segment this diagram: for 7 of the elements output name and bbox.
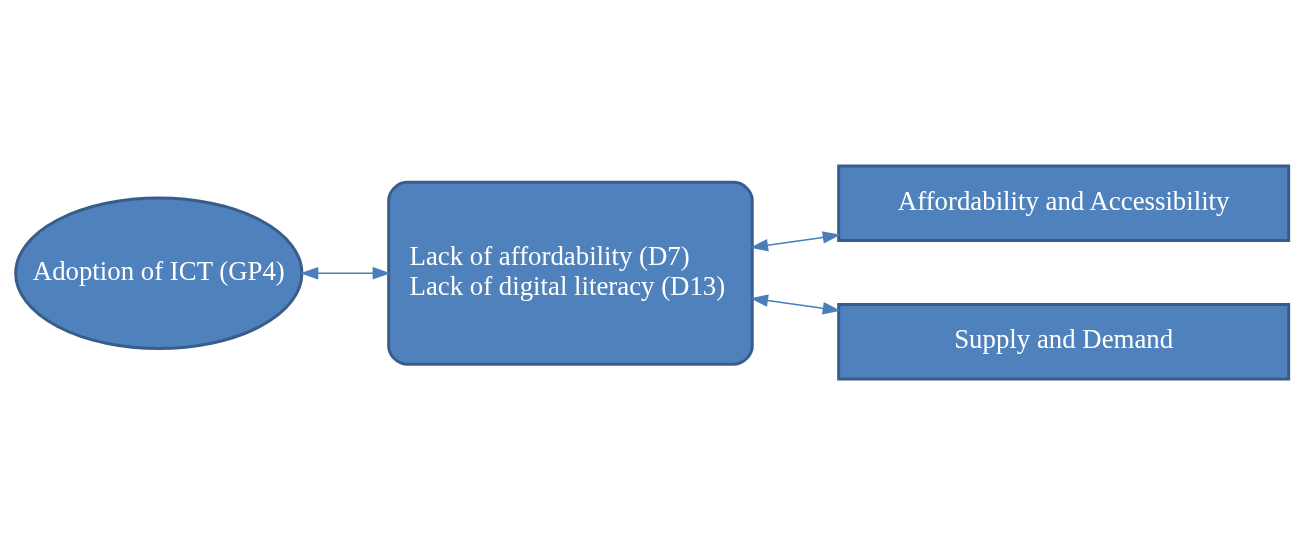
arrow: [750, 293, 841, 315]
arrow: [750, 230, 841, 251]
node-box: Affordability and Accessibility: [837, 163, 1291, 242]
node-box: Supply and Demand: [837, 302, 1291, 381]
node-ellipse: Adoption of ICT (GP4): [14, 196, 304, 350]
node-box: Lack of affordability (D7) Lack of digital literacy (D13): [387, 180, 754, 366]
arrow: [300, 266, 391, 279]
